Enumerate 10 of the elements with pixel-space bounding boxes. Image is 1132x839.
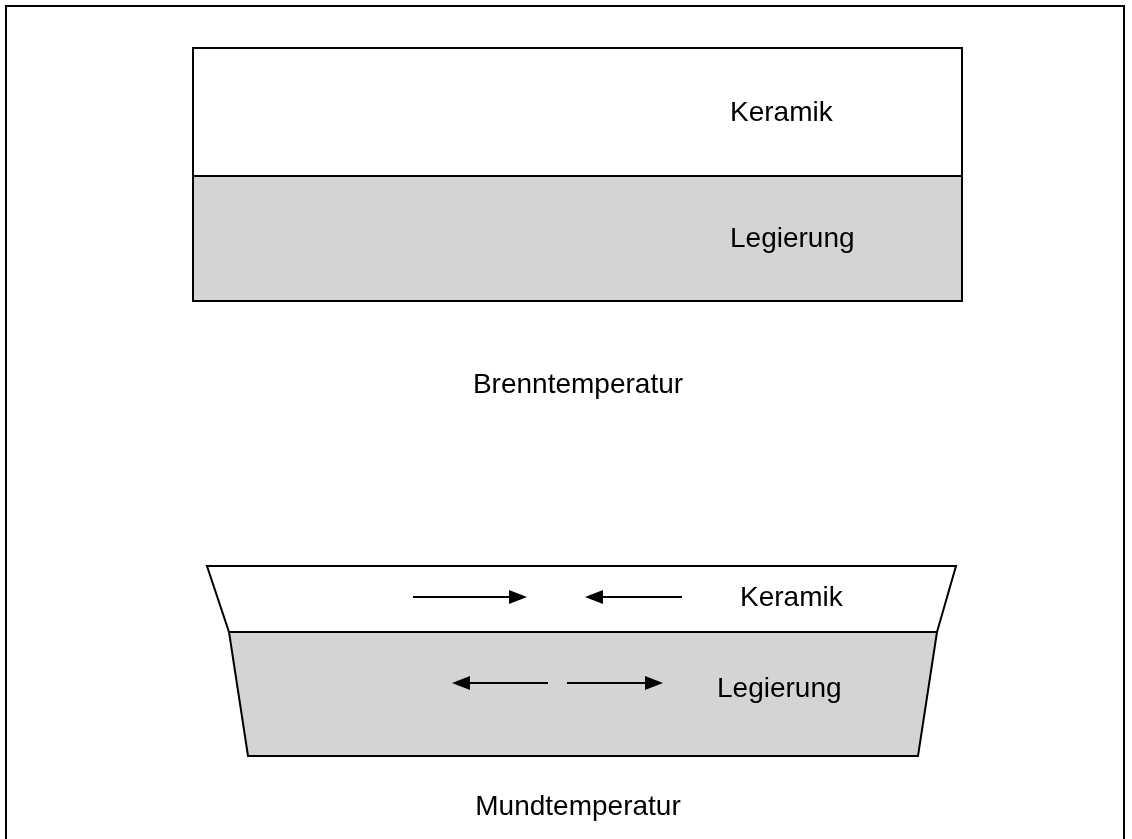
alloy-layer [229, 632, 937, 756]
ceramic-layer [193, 48, 962, 176]
layer-label: Keramik [740, 581, 843, 613]
layer-label: Legierung [717, 672, 842, 704]
temperature-caption: Mundtemperatur [475, 790, 681, 822]
alloy-layer [193, 176, 962, 301]
layer-label: Keramik [730, 96, 833, 128]
layer-label: Legierung [730, 222, 855, 254]
ceramic-layer [207, 566, 956, 632]
temperature-caption: Brenntemperatur [472, 368, 684, 400]
